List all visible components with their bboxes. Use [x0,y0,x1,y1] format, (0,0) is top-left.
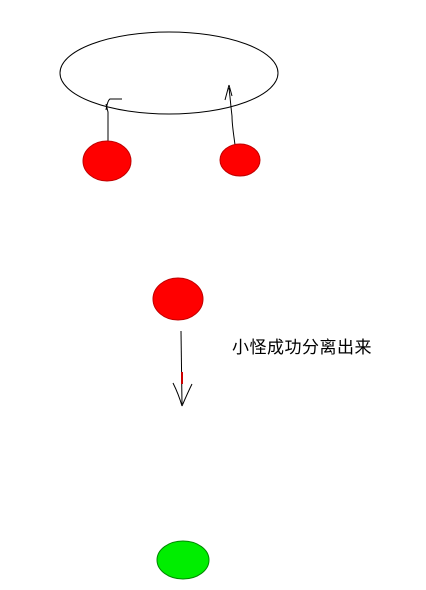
red-ball-right [219,143,261,177]
container-ellipse [59,31,279,115]
down-arrow-icon [172,330,193,407]
hook-right-icon [224,84,236,146]
green-ball [156,540,210,580]
hook-left-icon [105,98,122,142]
red-ball-center [152,277,204,321]
caption-text: 小怪成功分离出来 [232,338,372,358]
red-ball-left [82,140,132,182]
